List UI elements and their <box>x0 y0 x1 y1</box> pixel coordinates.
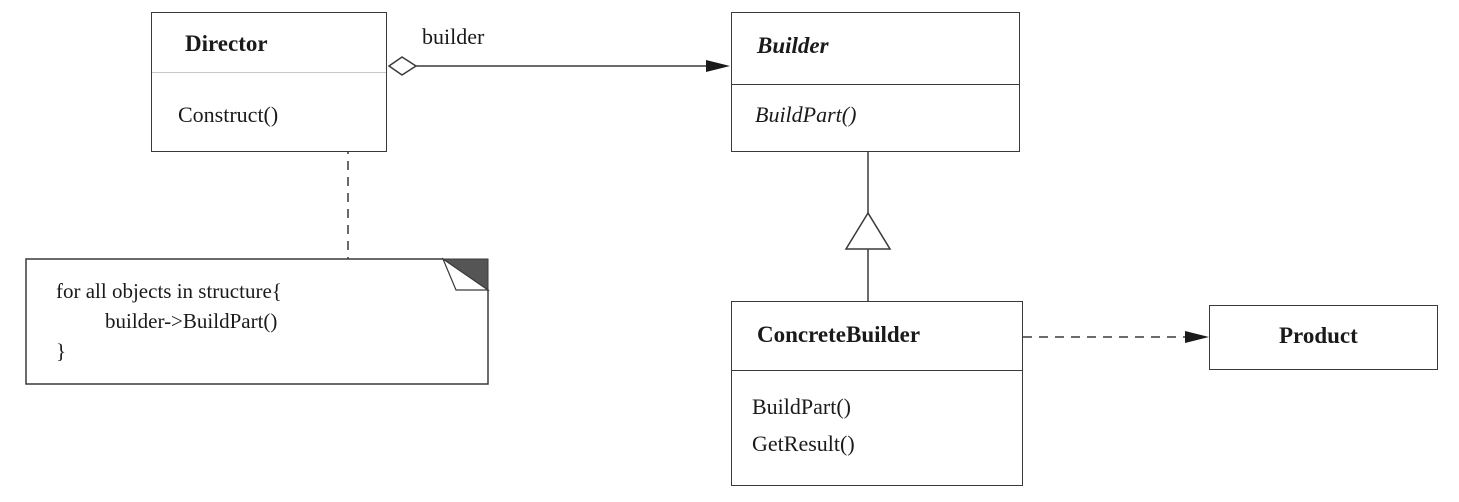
director-operation-construct: Construct() <box>178 102 279 127</box>
concretebuilder-operation-buildpart: BuildPart() <box>752 394 851 419</box>
inheritance-connector <box>844 151 892 301</box>
note-fold-flap <box>441 257 490 291</box>
concretebuilder-divider <box>732 370 1022 371</box>
concretebuilder-title: ConcreteBuilder <box>757 322 921 347</box>
director-class <box>151 12 387 152</box>
note-line-1: for all objects in structure{ <box>56 279 282 303</box>
note-shape <box>25 257 490 385</box>
association-label: builder <box>422 24 485 49</box>
inheritance-triangle <box>844 211 892 250</box>
concretebuilder-class <box>731 301 1023 486</box>
product-class <box>1209 305 1438 370</box>
product-title: Product <box>1279 323 1358 348</box>
aggregation-arrowhead <box>706 60 730 72</box>
builder-title: Builder <box>757 33 829 58</box>
aggregation-diamond <box>387 56 418 76</box>
concretebuilder-operation-getresult: GetResult() <box>752 431 855 456</box>
builder-operation-buildpart: BuildPart() <box>755 102 857 127</box>
director-divider <box>152 72 386 73</box>
note-outline <box>25 258 489 385</box>
director-title: Director <box>185 31 268 56</box>
aggregation-connector <box>387 56 730 76</box>
dependency-connector <box>1023 331 1209 343</box>
note-line-2: builder->BuildPart() <box>105 309 278 333</box>
builder-class <box>731 12 1020 152</box>
builder-divider <box>732 84 1019 85</box>
dependency-arrowhead <box>1185 331 1209 343</box>
note-line-3: } <box>56 339 67 363</box>
